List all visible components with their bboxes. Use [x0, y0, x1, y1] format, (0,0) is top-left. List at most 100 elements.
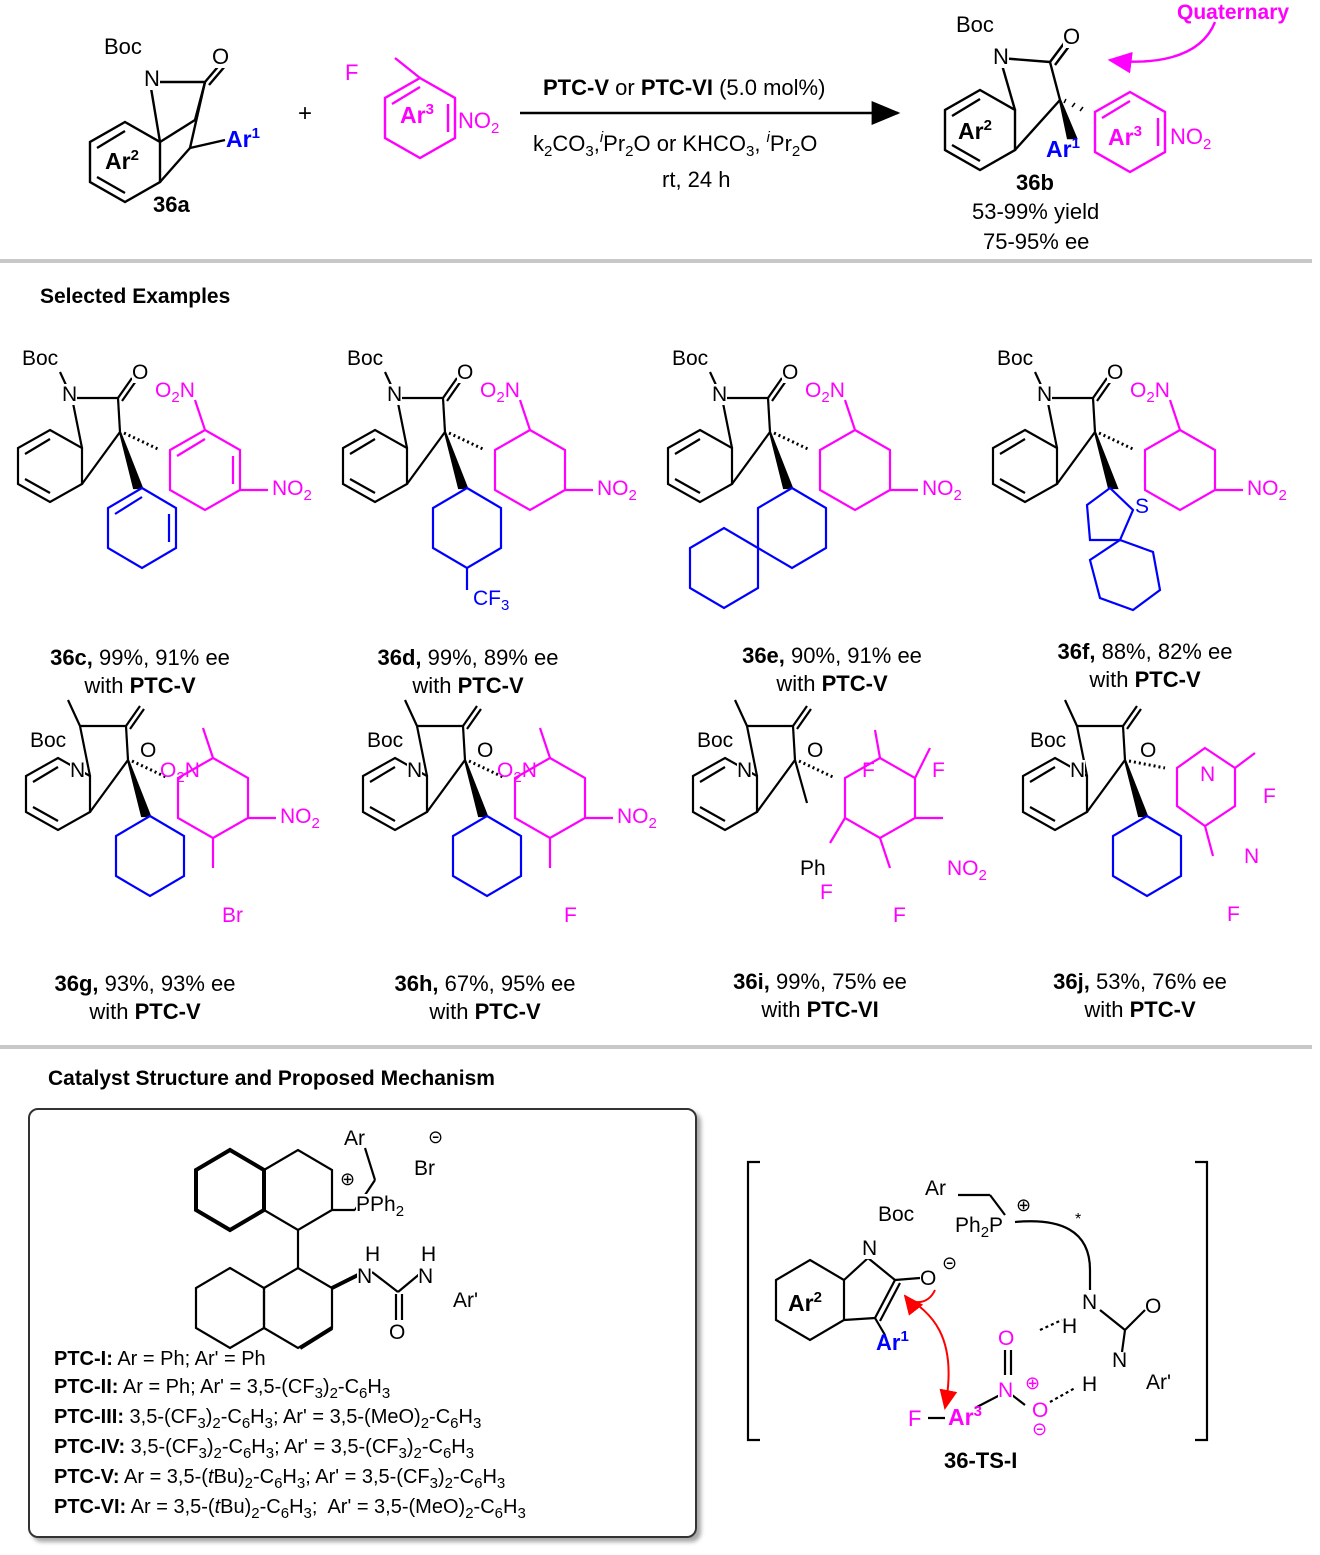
cat-n2: N — [418, 1265, 434, 1288]
ts-ar3: Ar3 — [948, 1403, 982, 1430]
ts-p-charge: ⊕ — [1016, 1195, 1032, 1215]
ex-36c-rings — [106, 399, 268, 570]
ex2-boc: Boc — [347, 347, 384, 370]
ex1-o2n: O2N — [155, 379, 195, 406]
cat-h1: H — [365, 1243, 381, 1266]
ts-h2: H — [1082, 1373, 1098, 1396]
ex7-f2: F — [932, 759, 945, 782]
ex3-o2n: O2N — [805, 379, 845, 406]
plus-sign: + — [298, 100, 313, 127]
ex8-n2: N — [1244, 845, 1260, 868]
ts-nitro-o2-charge: ⊝ — [1032, 1419, 1048, 1439]
r2-no2: NO2 — [458, 108, 500, 137]
catalyst-box — [28, 1108, 697, 1538]
product-aryl-ring — [1093, 90, 1167, 174]
ex5-br: Br — [222, 904, 243, 927]
ex3-boc: Boc — [672, 347, 709, 370]
ex2-cf3: CF3 — [473, 587, 510, 614]
ex4-no2: NO2 — [1247, 477, 1287, 504]
cat-n1: N — [357, 1265, 373, 1288]
ex7-boc: Boc — [697, 729, 734, 752]
ts-ph2p: Ph2P — [955, 1214, 1004, 1241]
ts-ar2: Ar2 — [788, 1289, 822, 1316]
p-ar3: Ar3 — [1108, 123, 1142, 150]
catalyst-ptc-i: PTC-I: Ar = Ph; Ar' = Ph — [54, 1348, 266, 1370]
catalyst-ptc-iv: PTC-IV: 3,5-(CF3)2-C6H3; Ar' = 3,5-(CF3)… — [54, 1436, 475, 1462]
compound-label-36a: 36a — [153, 192, 190, 217]
ex7-o: O — [807, 739, 824, 762]
ts-ar: Ar — [925, 1177, 946, 1200]
p-ar1: Ar1 — [1046, 135, 1080, 162]
compound-label-36b: 36b — [1016, 170, 1054, 195]
cat-pph2: PPh2 — [356, 1193, 405, 1220]
cat-p-charge: ⊕ — [340, 1169, 356, 1189]
ex6-no2: NO2 — [617, 805, 657, 832]
ex8-o: O — [1140, 739, 1157, 762]
ex4-s: S — [1135, 495, 1150, 518]
p-boc: Boc — [956, 12, 994, 37]
ts-nitro-o2: O — [1032, 1399, 1049, 1422]
r1-ar1: Ar1 — [226, 125, 260, 152]
ex7-no2: NO2 — [947, 857, 987, 884]
ex7-f4: F — [893, 904, 906, 927]
ex4-n: N — [1037, 383, 1053, 406]
cat-o: O — [389, 1321, 406, 1344]
ex-36e-skeleton — [666, 371, 918, 610]
ex5-boc: Boc — [30, 729, 67, 752]
cat-ar: Ar — [344, 1127, 365, 1150]
section-divider-1 — [0, 259, 1312, 263]
ex5-o: O — [140, 739, 157, 762]
ex8-n: N — [1070, 759, 1086, 782]
ts-boc: Boc — [878, 1203, 915, 1226]
r1-o: O — [212, 44, 230, 69]
ex-36g-skeleton — [24, 699, 276, 898]
ts-n: N — [862, 1237, 878, 1260]
product-ee-range: 75-95% ee — [983, 229, 1090, 254]
r1-n: N — [144, 66, 160, 91]
ex7-n: N — [737, 759, 753, 782]
ex1-o: O — [132, 361, 149, 384]
quaternary-arrow — [1107, 21, 1217, 74]
ts-nitro-o1: O — [998, 1327, 1015, 1350]
cat-br-charge: ⊝ — [428, 1127, 444, 1147]
aryl-fluoride-drawing — [383, 57, 457, 160]
ts-curly-arrow-1 — [904, 1295, 958, 1410]
ts-label: 36-TS-I — [944, 1448, 1018, 1473]
ex8-f2: F — [1227, 903, 1240, 926]
examples-section-title: Selected Examples — [40, 285, 231, 308]
ex2-o2n: O2N — [480, 379, 520, 406]
ex-36h-skeleton — [361, 699, 613, 898]
ex6-o2n: O2N — [497, 759, 537, 786]
r1-ar2: Ar2 — [105, 147, 139, 174]
ts-o-minus: O — [920, 1267, 937, 1290]
conditions-base-solvent: k2CO3,iPr2O or KHCO3, iPr2O — [533, 129, 818, 160]
ex1-no2: NO2 — [272, 477, 312, 504]
p-no2: NO2 — [1170, 124, 1212, 153]
ex3-o: O — [782, 361, 799, 384]
catalyst-ptc-v: PTC-V: Ar = 3,5-(tBu)2-C6H3; Ar' = 3,5-(… — [54, 1466, 506, 1492]
p-n: N — [993, 44, 1009, 69]
ex6-o: O — [477, 739, 494, 762]
ts-ar-prime: Ar' — [1146, 1371, 1172, 1394]
ex1-boc: Boc — [22, 347, 59, 370]
catalyst-ptc-iii: PTC-III: 3,5-(CF3)2-C6H3; Ar' = 3,5-(MeO… — [54, 1406, 482, 1432]
ts-n-urea2: N — [1112, 1349, 1128, 1372]
p-o: O — [1063, 24, 1081, 49]
ex7-ph: Ph — [800, 857, 826, 880]
ex-36f-skeleton — [991, 371, 1243, 612]
ex5-o2n: O2N — [160, 759, 200, 786]
catalyst-section-title: Catalyst Structure and Proposed Mechanis… — [48, 1067, 495, 1090]
catalyst-ptc-vi: PTC-VI: Ar = 3,5-(tBu)2-C6H3; Ar' = 3,5-… — [54, 1496, 526, 1522]
ex6-n: N — [407, 759, 423, 782]
ex-36d-skeleton — [341, 371, 593, 590]
ts-stereo-star: * — [1075, 1211, 1082, 1228]
ts-h1: H — [1062, 1315, 1078, 1338]
ts-urea-o: O — [1145, 1295, 1162, 1318]
ex2-n: N — [387, 383, 403, 406]
ex6-boc: Boc — [367, 729, 404, 752]
ts-nitro-n-charge: ⊕ — [1025, 1373, 1041, 1393]
